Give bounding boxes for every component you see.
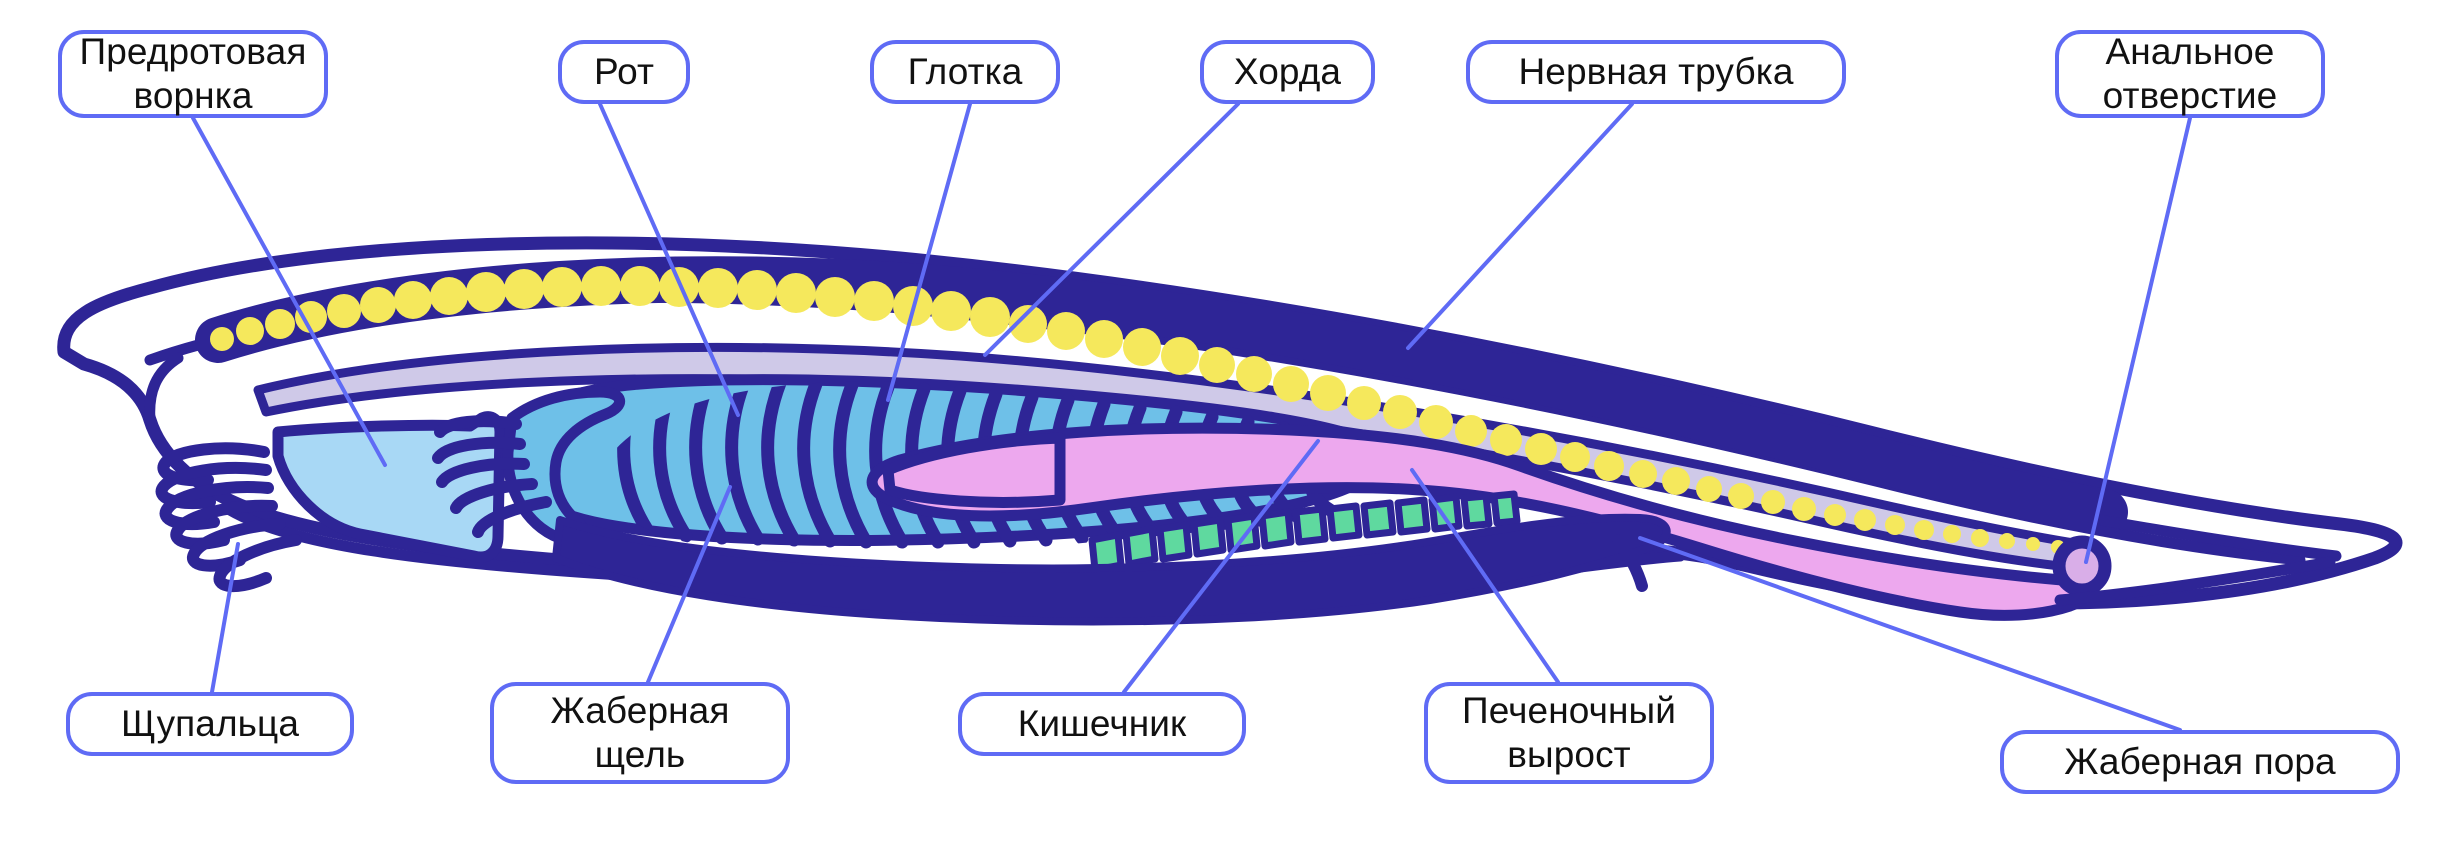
liver-outgrowth	[1088, 490, 1521, 574]
connector-nerve-tube	[1406, 102, 1634, 350]
label-gill-pore[interactable]: Жаберная пора	[2000, 730, 2400, 794]
connector-anus	[2084, 116, 2192, 564]
atrium-group	[552, 513, 1671, 626]
connector-liver-outgrowth	[1410, 468, 1560, 684]
gill-bar-filaments	[432, 415, 552, 538]
connector-pharynx	[886, 102, 972, 402]
tentacle	[213, 534, 302, 593]
nerve-tube-beads	[210, 266, 2107, 556]
nerve-tube-group	[195, 256, 2128, 556]
tail-fin-lower	[2054, 556, 2336, 606]
connector-intestine	[1122, 439, 1320, 694]
connector-preoral-funnel	[191, 116, 387, 467]
intestine-group	[866, 422, 2112, 621]
anus	[2052, 535, 2112, 597]
connector-notochord	[983, 102, 1240, 357]
connector-mouth	[598, 102, 740, 417]
label-gill-slit[interactable]: Жаберная щель	[490, 682, 790, 784]
connector-gill-pore	[1638, 536, 2182, 732]
atrium	[552, 513, 1671, 626]
head-tip-line	[144, 352, 184, 426]
tail-fin-upper	[2094, 514, 2342, 562]
atriopore-duct	[1612, 534, 1648, 592]
label-mouth[interactable]: Рот	[558, 40, 690, 104]
connector-gill-slit	[646, 485, 732, 684]
connector-tentacles	[210, 542, 240, 694]
label-pharynx[interactable]: Глотка	[870, 40, 1060, 104]
label-anus[interactable]: Анальное отверстие	[2055, 30, 2325, 118]
intestine	[866, 422, 2091, 621]
tentacles-group	[155, 442, 302, 593]
label-nerve-tube[interactable]: Нервная трубка	[1466, 40, 1846, 104]
tail-fin-group	[2054, 514, 2342, 606]
tentacle	[187, 518, 286, 572]
connector-lines	[191, 102, 2192, 732]
label-intestine[interactable]: Кишечник	[958, 692, 1246, 756]
intestine-anterior-tip	[882, 432, 1066, 508]
liver-outgrowth-group	[1088, 490, 1521, 574]
label-liver-outgrowth[interactable]: Печеночный вырост	[1424, 682, 1714, 784]
label-notochord[interactable]: Хорда	[1200, 40, 1375, 104]
label-preoral-funnel[interactable]: Предротовая ворнка	[58, 30, 328, 118]
label-tentacles[interactable]: Щупальца	[66, 692, 354, 756]
